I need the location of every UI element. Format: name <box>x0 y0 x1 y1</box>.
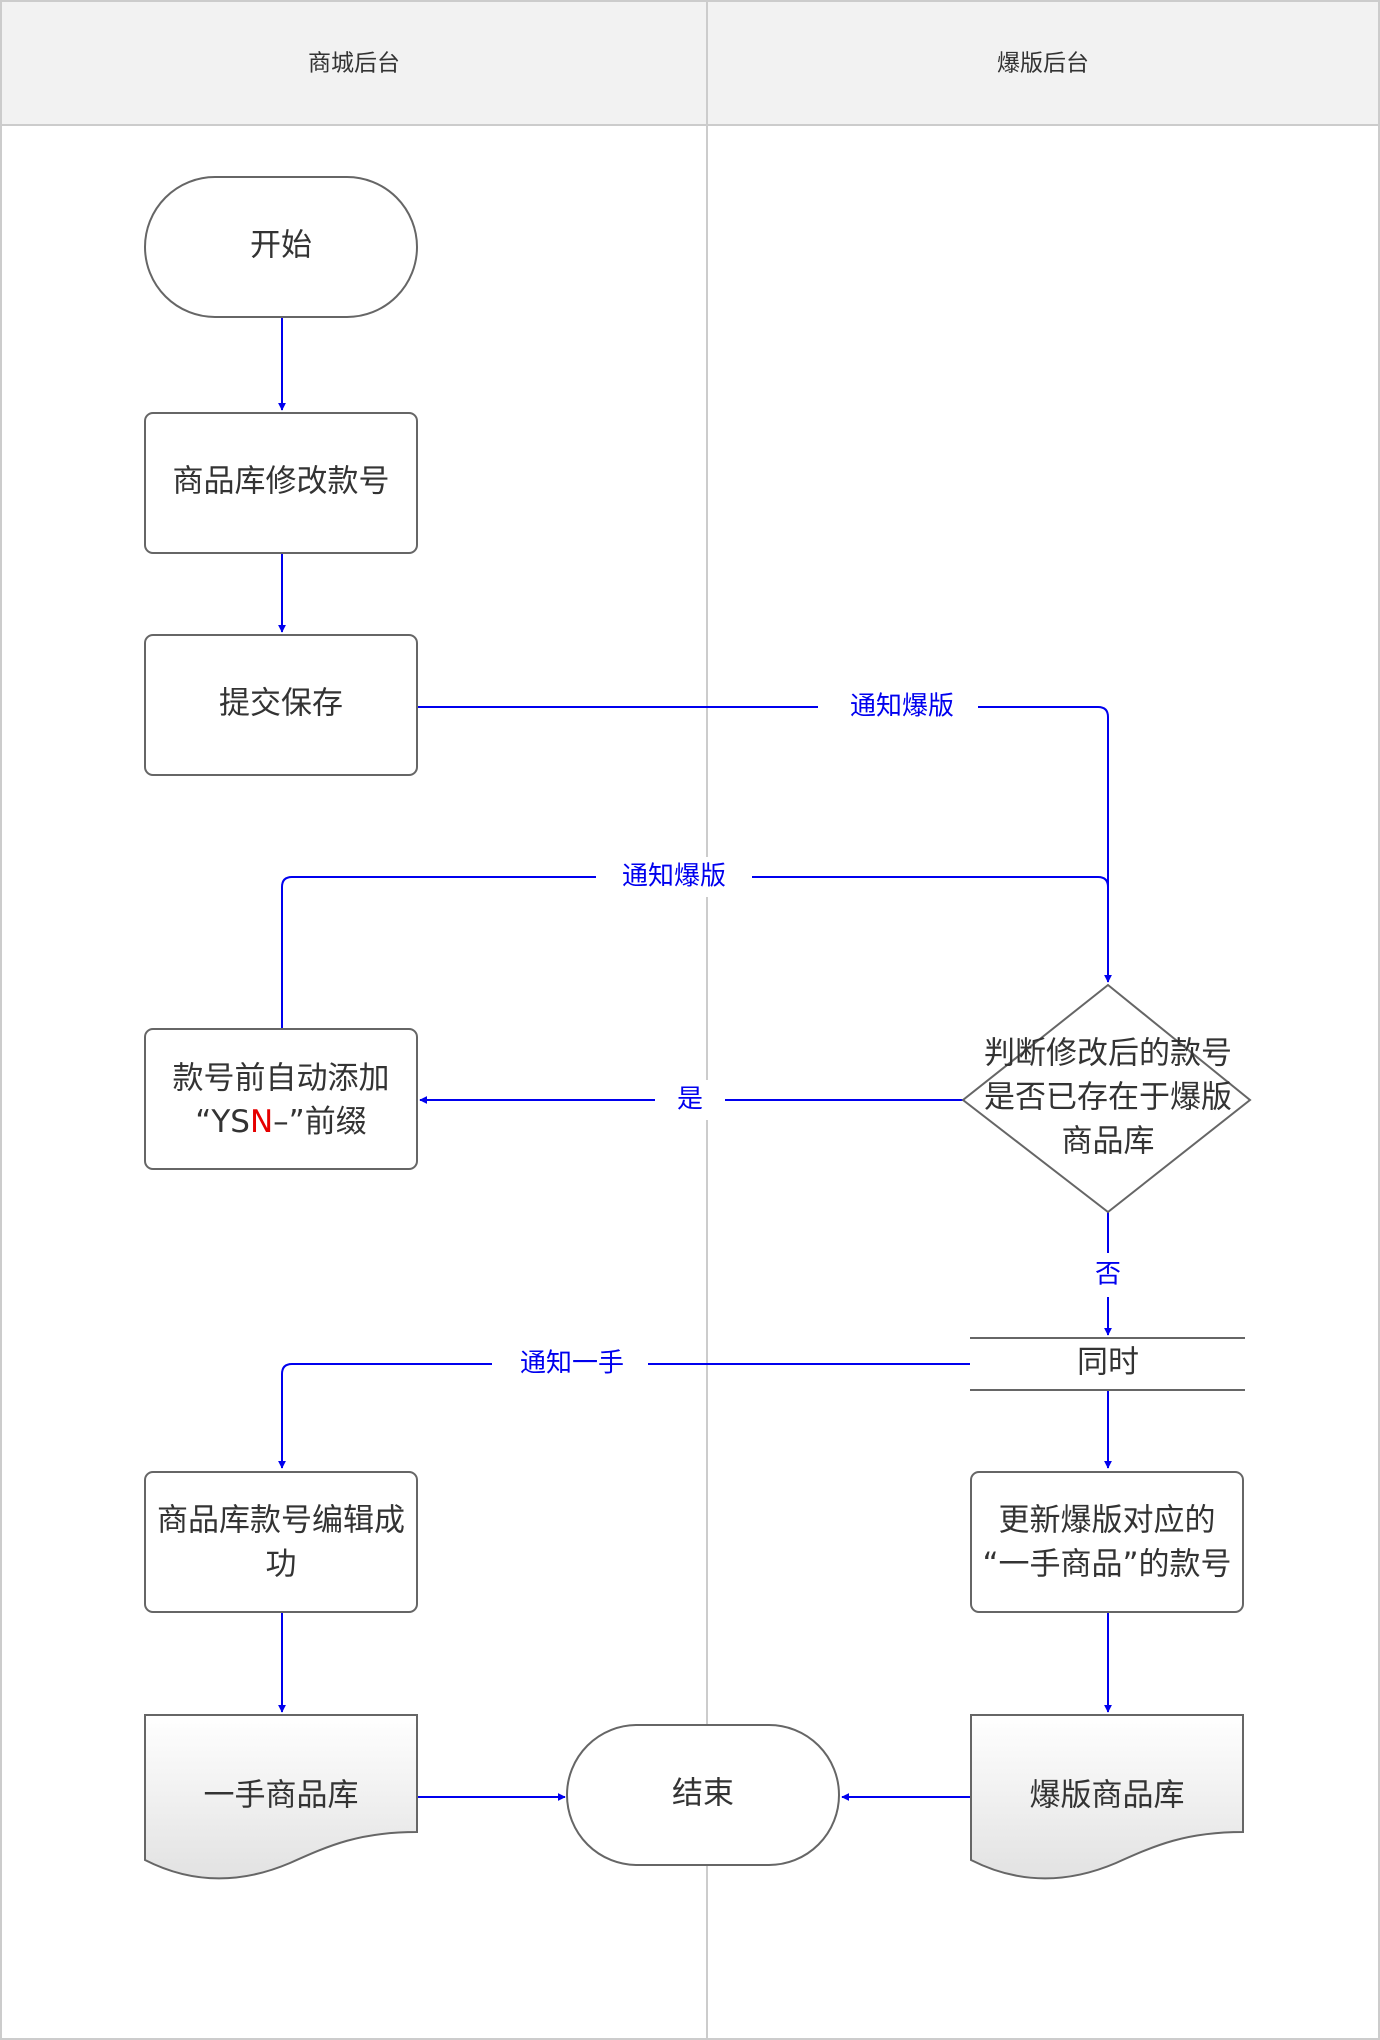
edge-label-notify-first: 通知一手 <box>520 1349 624 1379</box>
submit-save-label: 提交保存 <box>219 686 343 722</box>
decision-line1: 判断修改后的款号 <box>984 1036 1232 1072</box>
end-node: 结束 <box>566 1724 840 1866</box>
edit-success-line2: 功 <box>266 1547 297 1583</box>
parallel-label: 同时 <box>1077 1345 1139 1381</box>
edge-label-no-group: 否 <box>1088 1253 1128 1297</box>
prefix-quote-open: “YS <box>195 1104 250 1140</box>
baoban-store-node: 爆版商品库 <box>970 1714 1244 1880</box>
edge-parallel-to-edit-success <box>278 1363 970 1469</box>
flow-edges <box>278 317 1112 1801</box>
end-label: 结束 <box>672 1776 734 1812</box>
update-sku-line2: “一手商品”的款号 <box>982 1547 1231 1583</box>
edge-label-notify-bao-1-group: 通知爆版 <box>818 687 978 727</box>
first-hand-store-label: 一手商品库 <box>204 1778 359 1814</box>
first-hand-store-node: 一手商品库 <box>144 1714 418 1880</box>
edge-decision-notify-to-prefix <box>281 876 1109 1028</box>
submit-save-node: 提交保存 <box>144 634 418 776</box>
edge-label-notify-first-group: 通知一手 <box>492 1344 648 1384</box>
add-prefix-line1: 款号前自动添加 <box>173 1061 390 1097</box>
parallel-node: 同时 <box>970 1337 1245 1391</box>
start-label: 开始 <box>250 228 312 264</box>
edit-success-node: 商品库款号编辑成 功 <box>144 1471 418 1613</box>
add-prefix-line2: “YSN–”前缀 <box>195 1104 366 1140</box>
edit-success-line1: 商品库款号编辑成 <box>157 1503 405 1539</box>
add-prefix-node: 款号前自动添加 “YSN–”前缀 <box>144 1028 418 1170</box>
lane-title-baoban: 爆版后台 <box>997 51 1089 77</box>
prefix-highlight-letter: N <box>250 1104 273 1140</box>
decision-line2: 是否已存在于爆版 <box>984 1080 1232 1116</box>
edge-label-notify-bao-2: 通知爆版 <box>622 862 726 892</box>
edge-label-no: 否 <box>1095 1260 1121 1290</box>
edge-label-yes: 是 <box>677 1085 703 1115</box>
lane-header-background <box>2 2 1378 125</box>
decision-node: 判断修改后的款号 是否已存在于爆版 商品库 <box>961 983 1252 1214</box>
edge-label-notify-bao-2-group: 通知爆版 <box>596 857 752 897</box>
edge-label-yes-group: 是 <box>655 1080 725 1120</box>
start-node: 开始 <box>144 176 418 318</box>
edge-submit-to-decision <box>417 706 1112 983</box>
baoban-store-label: 爆版商品库 <box>1030 1778 1185 1814</box>
prefix-quote-close: –”前缀 <box>273 1104 367 1140</box>
modify-sku-node: 商品库修改款号 <box>144 412 418 554</box>
update-sku-node: 更新爆版对应的 “一手商品”的款号 <box>970 1471 1244 1613</box>
lane-title-mall: 商城后台 <box>308 51 400 77</box>
decision-line3: 商品库 <box>1062 1124 1155 1160</box>
edge-label-notify-bao-1: 通知爆版 <box>850 692 954 722</box>
update-sku-line1: 更新爆版对应的 <box>999 1503 1216 1539</box>
modify-sku-label: 商品库修改款号 <box>173 464 390 500</box>
